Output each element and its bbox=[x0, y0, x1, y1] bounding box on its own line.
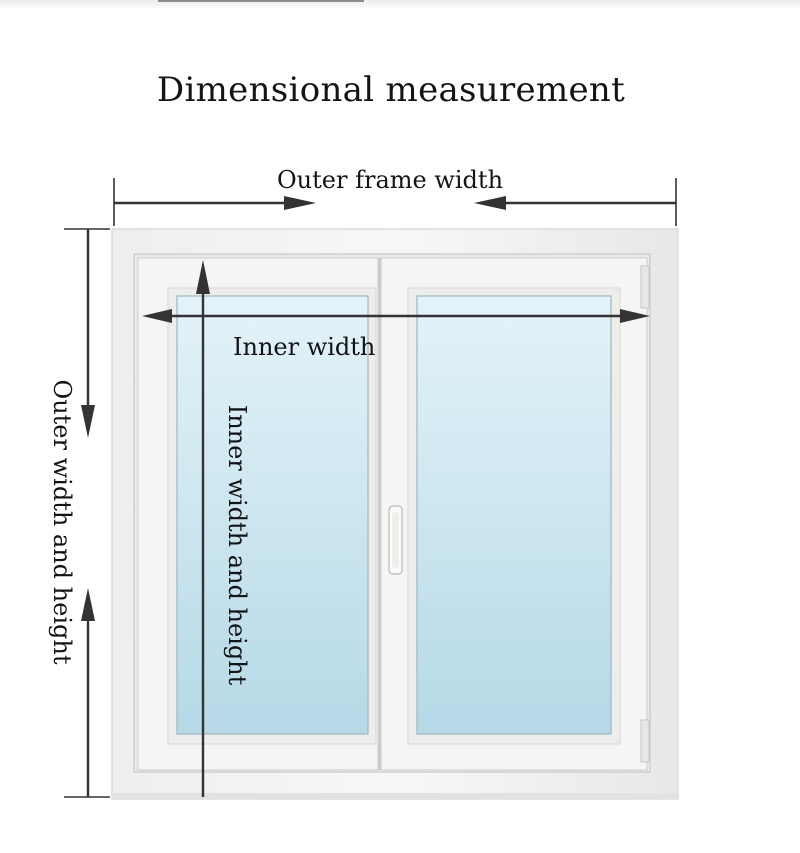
inner-height-arrow bbox=[196, 260, 210, 797]
outer-width-arrow-right bbox=[474, 196, 676, 210]
right-glass bbox=[416, 295, 612, 735]
top-divider bbox=[158, 0, 364, 2]
outer-frame-width-label: Outer frame width bbox=[277, 166, 504, 194]
outer-height-arrow-down bbox=[81, 229, 95, 438]
left-glass bbox=[176, 295, 369, 735]
window-handle bbox=[388, 505, 403, 575]
outer-height-arrow-up bbox=[81, 588, 95, 797]
outer-width-arrow-left bbox=[114, 196, 316, 210]
inner-width-and-height-label: Inner width and height bbox=[223, 404, 251, 686]
top-strip bbox=[0, 0, 800, 10]
inner-width-arrow bbox=[142, 309, 650, 323]
outer-width-and-height-label: Outer width and height bbox=[48, 379, 76, 665]
hinge bbox=[640, 719, 650, 763]
page-title: Dimensional measurement bbox=[156, 70, 626, 110]
inner-width-label: Inner width bbox=[233, 333, 376, 361]
hinge bbox=[640, 265, 650, 309]
